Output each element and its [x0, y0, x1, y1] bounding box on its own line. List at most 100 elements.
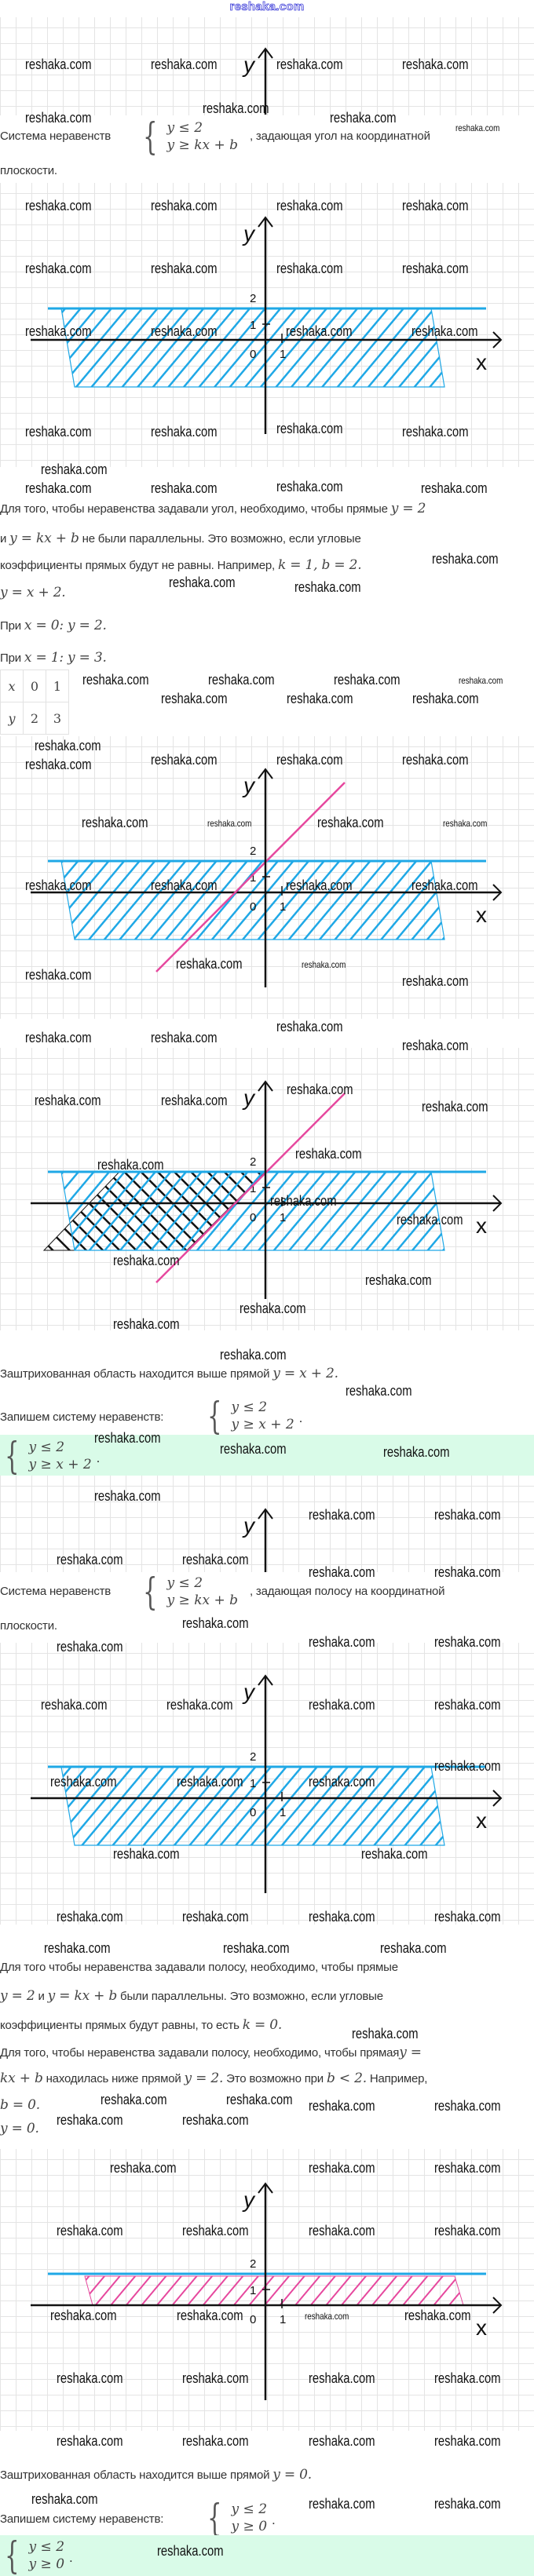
explanation-line: и y = kx + b не были параллельны. Это во…	[0, 531, 361, 547]
watermark: reshaka.com	[25, 757, 92, 772]
watermark: reshaka.com	[157, 2543, 224, 2559]
watermark: reshaka.com	[50, 2308, 117, 2323]
watermark: reshaka.com	[97, 1157, 164, 1173]
inequality-1: y ≤ 2	[231, 2501, 268, 2517]
watermark: reshaka.com	[286, 878, 353, 893]
inequality-1: y ≤ 2	[166, 120, 203, 136]
x-axis-arrow-icon	[492, 884, 503, 901]
conclusion-line: Заштрихованная область находится выше пр…	[0, 1366, 338, 1382]
watermark: reshaka.com	[287, 691, 353, 706]
inequality-2: y ≥ x + 2	[28, 1457, 92, 1472]
text-segment: Заштрихованная область находится выше пр…	[0, 1367, 273, 1381]
watermark: reshaka.com	[57, 2370, 123, 2386]
y-axis-arrow-icon	[258, 1080, 273, 1092]
x-axis-label: x	[476, 350, 487, 374]
y-tick-label-2: 2	[250, 292, 256, 305]
intro-suffix: , задающая полосу на координатной	[250, 1585, 445, 1598]
y-axis-arrow-icon	[258, 2182, 273, 2194]
watermark: reshaka.com	[397, 1212, 463, 1228]
watermark: reshaka.com	[220, 1347, 287, 1363]
text-segment: и	[0, 532, 10, 545]
explanation-line: y = x + 2.	[0, 585, 66, 601]
watermark: reshaka.com	[151, 261, 218, 276]
text-segment: Это возможно при	[223, 2072, 327, 2085]
brace-icon: {	[207, 2496, 222, 2540]
explanation-line: коэффициенты прямых будут равны, то есть…	[0, 2017, 282, 2034]
y-tick-label-1: 1	[250, 871, 256, 885]
watermark: reshaka.com	[402, 261, 469, 276]
watermark: reshaka.com	[432, 551, 499, 567]
x-axis-label: x	[476, 2315, 487, 2340]
hatched-strip-region	[84, 2275, 464, 2306]
text-segment: не были параллельны. Это возможно, если …	[79, 532, 361, 545]
origin-label: 0	[250, 1806, 256, 1819]
text-segment: были параллельны. Это возможно, если угл…	[117, 1990, 383, 2003]
graph-partial-top-plot: y	[242, 47, 273, 115]
brace-icon: {	[207, 1394, 222, 1438]
math-expression: y = 2.	[184, 2071, 224, 2086]
y-tick-label-2: 2	[250, 2257, 256, 2271]
y-axis-label: y	[242, 53, 256, 77]
watermark: reshaka.com	[223, 1940, 290, 1956]
y-axis-label: y	[242, 1513, 256, 1538]
watermark: reshaka.com	[207, 818, 252, 829]
watermark: reshaka.com	[276, 261, 343, 276]
inequality-2: y ≥ 0	[231, 2519, 268, 2534]
watermark: reshaka.com	[434, 1564, 501, 1580]
watermark: reshaka.com	[270, 1193, 337, 1209]
x-axis-label: x	[476, 1213, 487, 1238]
line-y-equals-x-plus-2	[155, 782, 346, 972]
watermark: reshaka.com	[422, 1099, 488, 1115]
watermark: reshaka.com	[82, 672, 149, 688]
watermark: reshaka.com	[25, 967, 92, 983]
watermark: reshaka.com	[309, 1634, 375, 1650]
math-expression: y = 2	[390, 501, 426, 516]
watermark: reshaka.com	[309, 2370, 375, 2386]
watermark: reshaka.com	[25, 424, 92, 440]
y-tick-label-1: 1	[250, 1182, 256, 1195]
watermark: reshaka.com	[361, 1846, 428, 1862]
answer-box	[0, 1435, 534, 1476]
watermark: reshaka.com	[309, 1697, 375, 1713]
watermark: reshaka.com	[402, 198, 469, 213]
graph-partial-strip-plot: y	[242, 1508, 273, 1572]
explanation-line: При x = 1: y = 3.	[0, 650, 107, 666]
watermark: reshaka.com	[305, 2311, 349, 2322]
math-expression: y = kx + b	[9, 531, 79, 546]
watermark: reshaka.com	[110, 2160, 177, 2176]
brace-icon: {	[5, 2534, 20, 2576]
math-expression: y = 2	[0, 1988, 35, 2004]
intro-suffix: , задающая угол на координатной	[250, 130, 430, 143]
watermark: reshaka.com	[44, 1940, 111, 1956]
watermark: reshaka.com	[302, 959, 346, 970]
watermark: reshaka.com	[166, 1697, 233, 1713]
site-title-link[interactable]: reshaka.com	[229, 0, 305, 13]
y-axis-label: y	[242, 773, 256, 797]
watermark: reshaka.com	[411, 878, 478, 893]
table-cell: 2	[23, 702, 46, 735]
x-axis-arrow-icon	[492, 331, 503, 348]
watermark: reshaka.com	[25, 480, 92, 496]
watermark: reshaka.com	[151, 198, 218, 213]
watermark: reshaka.com	[455, 122, 500, 133]
explanation-line: y = 2 и y = kx + b были параллельны. Это…	[0, 1988, 383, 2005]
watermark: reshaka.com	[434, 2433, 501, 2449]
watermark: reshaka.com	[443, 818, 488, 829]
origin-label: 0	[250, 2313, 256, 2326]
watermark: reshaka.com	[434, 2223, 501, 2238]
watermark: reshaka.com	[383, 1444, 450, 1460]
watermark: reshaka.com	[434, 1634, 501, 1650]
watermark: reshaka.com	[182, 2112, 249, 2128]
watermark: reshaka.com	[203, 100, 269, 116]
watermark: reshaka.com	[182, 2370, 249, 2386]
y-tick-label-2: 2	[250, 1155, 256, 1169]
watermark: reshaka.com	[151, 878, 218, 893]
math-expression: y = x + 2.	[272, 1366, 338, 1381]
explanation-line: При x = 0: y = 2.	[0, 618, 107, 634]
watermark: reshaka.com	[352, 2026, 419, 2041]
